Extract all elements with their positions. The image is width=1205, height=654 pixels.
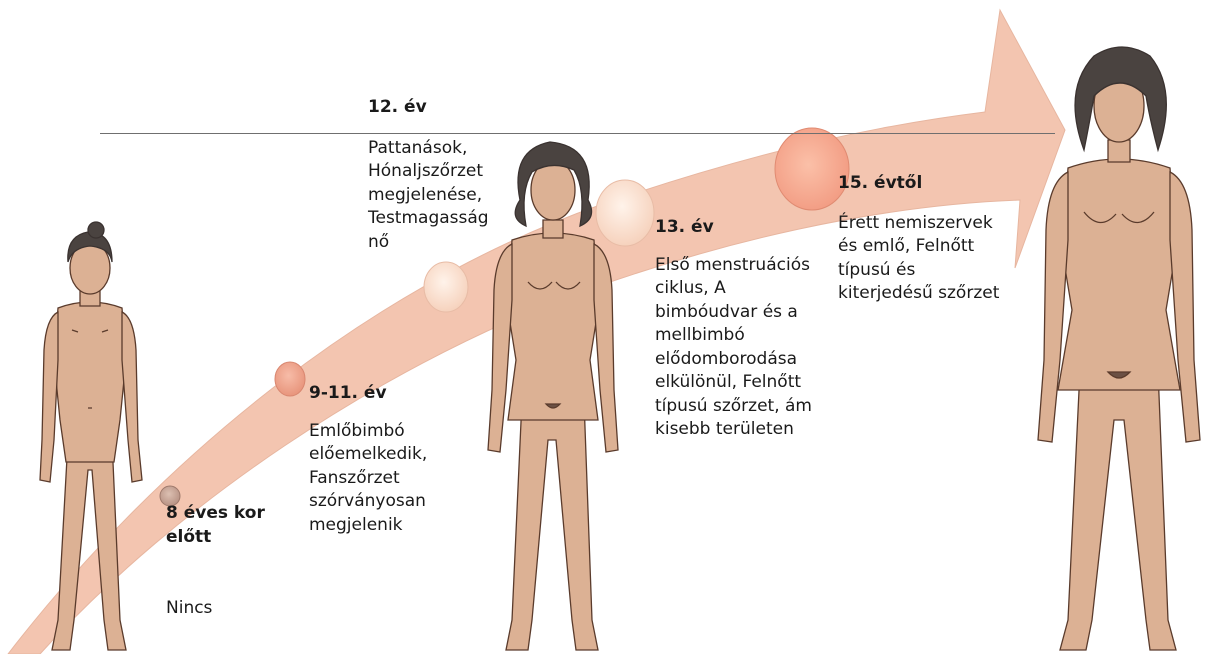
stage-8-desc: Nincs (166, 597, 291, 621)
stage-12-title: 12. év (368, 96, 506, 120)
stage-12: 12. év Pattanások, Hónaljszőrzet megjele… (368, 96, 506, 254)
stage-8: 8 éves kor előtt Nincs (166, 502, 291, 621)
stage-13: 13. év Első menstruációs ciklus, A bimbó… (655, 216, 815, 442)
stage-15: 15. évtől Érett nemiszervek és emlő, Fel… (838, 172, 1013, 306)
stage-marker-2 (275, 362, 305, 396)
stage-8-title: 8 éves kor előtt (166, 502, 291, 549)
stage-13-desc: Első menstruációs ciklus, A bimbóudvar é… (655, 254, 815, 442)
stage-13-title: 13. év (655, 216, 815, 240)
header-divider-line (100, 133, 1055, 134)
stage-15-desc: Érett nemiszervek és emlő, Felnőtt típus… (838, 212, 1013, 306)
stage-9-11-desc: Emlőbimbó előemelkedik, Fanszőrzet szórv… (309, 420, 454, 538)
stage-marker-3 (424, 262, 468, 312)
stage-9-11-title: 9-11. év (309, 382, 454, 406)
stage-12-desc: Pattanások, Hónaljszőrzet megjelenése, T… (368, 137, 506, 255)
stage-marker-4 (596, 180, 654, 246)
stage-9-11: 9-11. év Emlőbimbó előemelkedik, Fanszőr… (309, 382, 454, 537)
stage-15-title: 15. évtől (838, 172, 1013, 196)
